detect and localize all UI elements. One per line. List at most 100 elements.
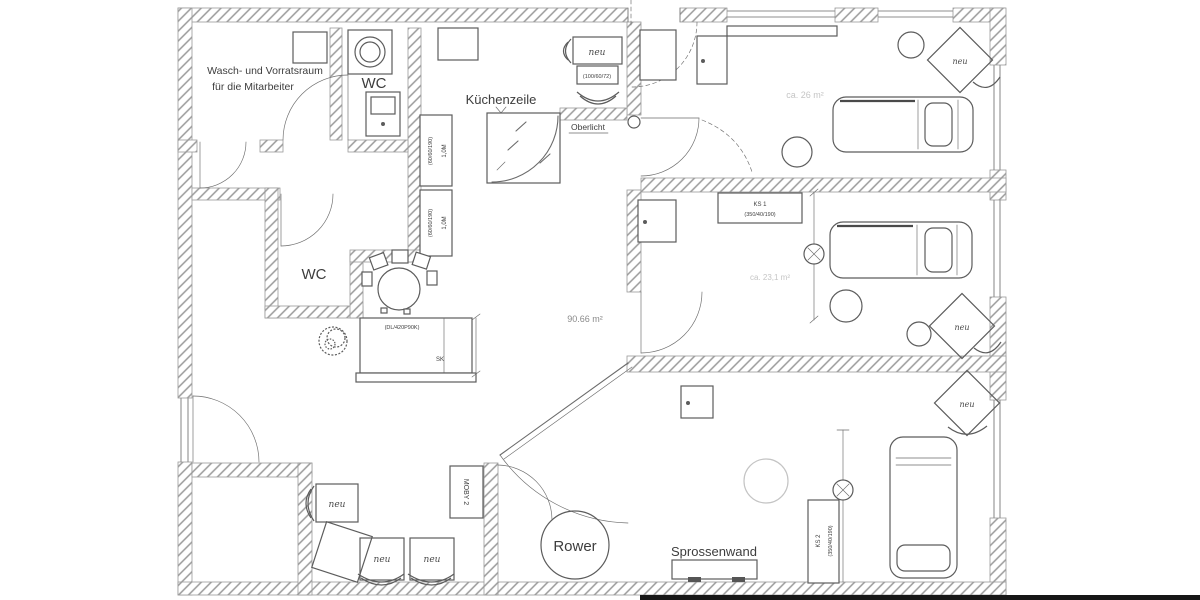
nook-chair: neu [562, 36, 623, 65]
stool [897, 31, 925, 59]
cabinet-ks2-dim: (350/40/190) [828, 525, 834, 556]
nook-side-table: (100/60/72) [576, 65, 619, 85]
kitchen-tall-cabinet-2: (60/60/190) 1,0M [419, 189, 453, 257]
door-treatment-room-1 [640, 117, 753, 177]
kitchen-wall [407, 27, 422, 263]
room-label-kitchen: Küchenzeile [466, 92, 537, 107]
meeting-table [361, 249, 438, 315]
scan-edge-bar [640, 595, 1200, 600]
corridor-wall [626, 21, 642, 116]
cabinet-size-label: 1,0M [442, 144, 448, 157]
door-hall-nook [199, 141, 247, 189]
office-area: (DL/420P90K) SK [318, 249, 481, 383]
right-wall-segment [989, 296, 1007, 401]
waiting-chair: neu [357, 537, 405, 586]
room-wash-storage: Wasch- und Vorratsraum für die Mitarbeit… [207, 31, 328, 93]
plant [318, 326, 348, 356]
top-wall-segment [834, 7, 879, 23]
cabinet-dim-label: (60/60/190) [428, 209, 434, 237]
room-treatment-2: KS 1 (350/40/190) ca. 23,1 m² neu [637, 188, 1002, 360]
cabinet-size-label: 1,0M [442, 216, 448, 229]
stool [906, 321, 932, 347]
new-marker: neu [424, 555, 441, 565]
wall-panel [637, 199, 677, 243]
wall-cabinet-small [680, 385, 714, 419]
window-top-1 [727, 10, 835, 18]
window-right-2 [993, 200, 1001, 297]
exercise-ball [743, 458, 789, 504]
wc-main-wall [264, 305, 364, 319]
top-wall-segment [679, 7, 728, 23]
wall-bars-label: Sprossenwand [671, 544, 757, 559]
top-wall-segment [177, 7, 629, 23]
stool [829, 289, 863, 323]
door-treatment-room-2 [640, 291, 703, 354]
stool [781, 136, 813, 168]
new-marker: neu [954, 323, 969, 332]
cabinet-ks2: KS 2 (350/40/190) [807, 499, 840, 584]
desk-shelf [355, 372, 477, 383]
doors [192, 0, 753, 524]
door-entrance [627, 0, 698, 88]
room-label-wc-main: WC [302, 266, 327, 283]
new-marker: neu [374, 555, 391, 565]
kitchen-tall-cabinet-1: (60/60/190) 1,0M [419, 114, 453, 187]
wc-main-wall [264, 187, 279, 319]
waiting-chair: neu [407, 537, 455, 586]
door-gym-main [497, 362, 633, 524]
door-wc-main [280, 193, 334, 247]
waiting-area: neu neu neu MOBY 2 [305, 465, 484, 586]
hall: Oberlicht 90.66 m² [567, 122, 609, 324]
waiting-chair: neu [305, 483, 359, 523]
desk-mark: SK [436, 357, 444, 363]
room-wc-staff: WC [347, 29, 401, 137]
cabinet-ks2-name: KS 2 [816, 534, 822, 548]
desk-dim-label: (DL/420P90K) [385, 325, 420, 331]
area-note: ca. 23,1 m² [750, 273, 790, 282]
treatment-table-1 [832, 96, 974, 153]
rowing-machine-label: Rower [553, 538, 596, 555]
side-table-dim: (100/60/72) [583, 74, 611, 80]
wash-room-south-wall [177, 139, 198, 153]
cabinet-ks1: KS 1 (350/40/190) [717, 192, 803, 224]
left-wall-segment [177, 7, 193, 399]
room-kitchen: Küchenzeile (60/60/190) 1,0M (60/60/190)… [419, 27, 561, 257]
room-treatment-1: ca. 26 m² neu [639, 25, 1001, 168]
corner-chair: neu [926, 26, 1001, 94]
sink-cabinet [292, 31, 328, 64]
interior-walls [177, 21, 1007, 596]
room-gym: KS 2 (350/40/190) neu Sprossenwand [540, 369, 1001, 584]
wall-cabinet [639, 29, 677, 81]
wc-staff-wall [329, 27, 343, 141]
wc-main-wall [349, 254, 364, 319]
gym-left-wall [483, 462, 499, 596]
new-marker: neu [952, 57, 967, 66]
windows [180, 10, 1001, 518]
cabinet-dim-label: (60/60/190) [428, 137, 434, 165]
shower-enclosure [486, 112, 561, 184]
skylight-wall [559, 107, 628, 121]
wc-main-wall [191, 187, 281, 201]
treatment-table-2 [829, 221, 973, 279]
wall-bars: Sprossenwand [671, 544, 758, 582]
lamp-symbol [832, 479, 854, 501]
rowing-machine: Rower [540, 510, 610, 580]
skylight-label: Oberlicht [571, 122, 606, 132]
new-marker: neu [589, 48, 606, 58]
total-area-label: 90.66 m² [567, 314, 603, 324]
wash-room-south-wall [259, 139, 284, 153]
wall-cabinet-2 [696, 35, 728, 85]
corner-chair: neu [928, 292, 1002, 360]
window-right-1 [993, 65, 1001, 170]
desk: (DL/420P90K) SK [355, 313, 481, 383]
cabinet-moby: MOBY 2 [449, 465, 484, 519]
wash-room-south-wall [347, 139, 409, 153]
left-wall-segment [177, 461, 193, 596]
corner-chair: neu [933, 369, 1001, 437]
new-marker: neu [329, 500, 346, 510]
entrance-nook: neu (100/60/72) [562, 36, 623, 105]
room-label-wc-staff: WC [362, 75, 387, 92]
door-hinge-mark [627, 115, 641, 129]
